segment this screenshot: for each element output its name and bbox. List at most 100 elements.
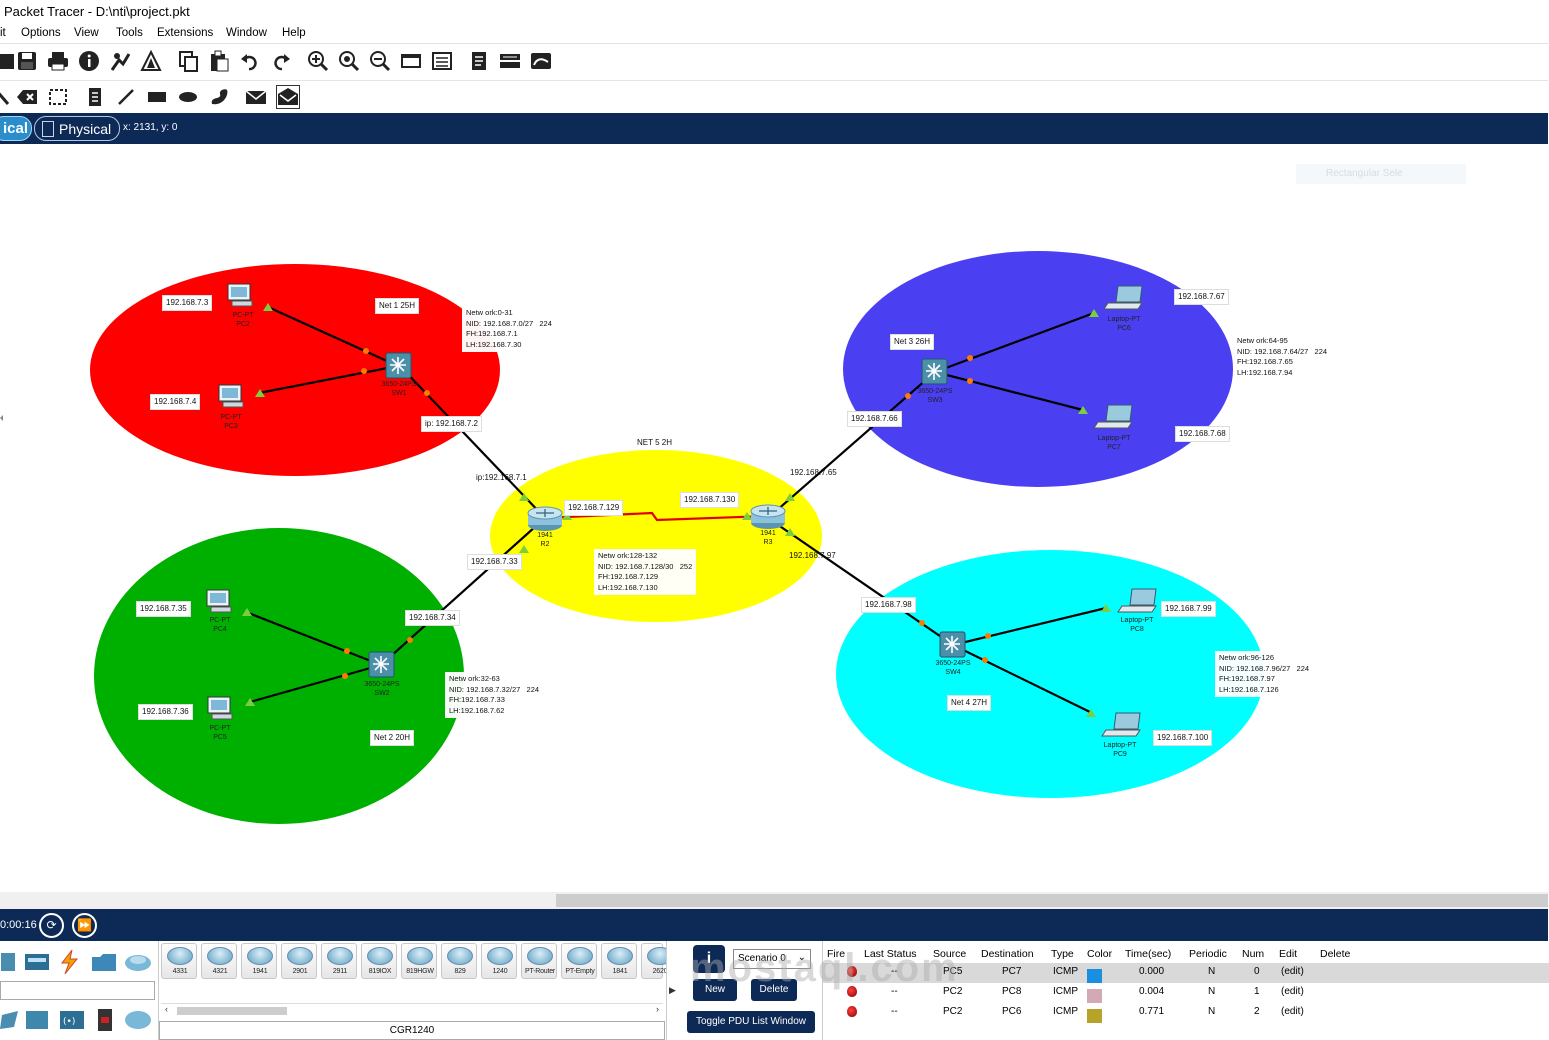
label-pc4-ip[interactable]: 192.168.7.35 xyxy=(136,601,191,617)
note-net1-info[interactable]: Netw ork:0-31 NID: 192.168.7.0/27 224 FH… xyxy=(462,306,556,352)
device-model-2901[interactable]: 2901 xyxy=(281,943,317,979)
menu-tools[interactable]: Tools xyxy=(116,27,143,39)
collapse-arrow-icon[interactable]: ▶ xyxy=(669,985,676,995)
scroll-right-icon[interactable]: › xyxy=(656,1004,659,1014)
info-icon[interactable] xyxy=(78,50,100,72)
scenario-select[interactable]: Scenario 0⌄ xyxy=(733,949,811,969)
label-r2-uplink[interactable]: ip:192.168.7.1 xyxy=(476,473,527,482)
device-list-scrollbar[interactable]: ‹ › xyxy=(161,1003,663,1017)
note-net5-info[interactable]: Netw ork:128-132 NID: 192.168.7.128/30 2… xyxy=(594,549,697,595)
device-model-819iox[interactable]: 819IOX xyxy=(361,943,397,979)
pdu-edit-link[interactable]: (edit) xyxy=(1281,986,1304,997)
palette-icon[interactable] xyxy=(499,50,521,72)
workspace-horizontal-scrollbar[interactable] xyxy=(0,892,1548,909)
pdu-icon[interactable] xyxy=(530,50,552,72)
label-r2-g2[interactable]: 192.168.7.33 xyxy=(467,554,522,570)
pdu-row[interactable]: -- PC2 PC6 ICMP 0.771 N 2 (edit) xyxy=(823,1003,1549,1023)
note-net3-info[interactable]: Netw ork:64-95 NID: 192.168.7.64/27 224 … xyxy=(1233,334,1332,380)
end-devices-category-icon[interactable] xyxy=(0,949,28,975)
pdu-row[interactable]: -- PC5 PC7 ICMP 0.000 N 0 (edit) xyxy=(823,963,1549,983)
device-list-scroll-thumb[interactable] xyxy=(177,1007,287,1015)
label-sw1-uplink[interactable]: ip: 192.168.7.2 xyxy=(421,416,482,432)
device-search-field[interactable] xyxy=(0,981,155,1000)
label-pc8-ip[interactable]: 192.168.7.99 xyxy=(1161,601,1216,617)
custom-device-icon[interactable] xyxy=(140,49,162,72)
fire-icon[interactable] xyxy=(847,966,857,977)
note-icon[interactable] xyxy=(84,86,106,108)
resize-icon[interactable] xyxy=(47,86,69,108)
activity-wizard-icon[interactable] xyxy=(109,50,131,72)
zoom-out-icon[interactable] xyxy=(369,50,391,72)
device-model-4331[interactable]: 4331 xyxy=(161,943,197,979)
save-icon[interactable] xyxy=(16,50,38,72)
label-r3-g2[interactable]: 192.168.7.97 xyxy=(789,551,836,560)
label-net4[interactable]: Net 4 27H xyxy=(947,695,992,711)
scenario-delete-button[interactable]: Delete xyxy=(751,979,797,1001)
list-view-icon[interactable] xyxy=(431,50,453,72)
menu-extensions[interactable]: Extensions xyxy=(157,27,214,39)
label-sw4-uplink[interactable]: 192.168.7.98 xyxy=(861,597,916,613)
paste-icon[interactable] xyxy=(208,50,230,72)
network-devices-category-icon[interactable] xyxy=(24,949,52,975)
rectangle-icon[interactable] xyxy=(146,86,168,108)
wan-emulation-subcategory-icon[interactable] xyxy=(124,1007,152,1033)
device-model-1841[interactable]: 1841 xyxy=(601,943,637,979)
note-net2-info[interactable]: Netw ork:32-63 NID: 192.168.7.32/27 224 … xyxy=(445,672,544,718)
device-model-819hgw[interactable]: 819HGW xyxy=(401,943,437,979)
label-pc9-ip[interactable]: 192.168.7.100 xyxy=(1153,730,1213,746)
device-model-2911[interactable]: 2911 xyxy=(321,943,357,979)
scenario-info-button[interactable]: i xyxy=(693,945,725,973)
save-folder-icon[interactable] xyxy=(0,50,18,72)
zoom-reset-icon[interactable] xyxy=(338,50,360,72)
fire-icon[interactable] xyxy=(847,1006,857,1017)
complex-pdu-icon[interactable] xyxy=(276,85,300,109)
power-cycle-icon[interactable]: ⟳ xyxy=(39,913,64,938)
delete-icon[interactable] xyxy=(16,86,38,108)
menu-help[interactable]: Help xyxy=(282,27,306,39)
tab-physical[interactable]: Physical xyxy=(34,116,120,141)
pdu-edit-link[interactable]: (edit) xyxy=(1281,966,1304,977)
device-model-pt-router[interactable]: PT-Router xyxy=(521,943,557,979)
routers-subcategory-icon[interactable] xyxy=(0,1007,28,1033)
scenario-new-button[interactable]: New xyxy=(693,979,737,1001)
note-net4-info[interactable]: Netw ork:96-126 NID: 192.168.7.96/27 224… xyxy=(1215,651,1314,697)
label-r3-serial[interactable]: 192.168.7.130 xyxy=(680,492,740,508)
label-net1[interactable]: Net 1 25H xyxy=(375,298,420,314)
menu-window[interactable]: Window xyxy=(226,27,267,39)
device-model-829[interactable]: 829 xyxy=(441,943,477,979)
menu-options[interactable]: Options xyxy=(21,27,61,39)
rectangle-view-icon[interactable] xyxy=(400,50,422,72)
logical-workspace[interactable]: Rectangular Sele 192.168.7.3 192.168.7.4… xyxy=(0,144,1548,892)
line-icon[interactable] xyxy=(115,86,137,108)
misc-category-icon[interactable] xyxy=(90,949,118,975)
freeform-icon[interactable] xyxy=(208,86,230,108)
simple-pdu-icon[interactable] xyxy=(245,86,267,108)
device-model-2620[interactable]: 2620 xyxy=(641,943,673,979)
label-sw2-uplink[interactable]: 192.168.7.34 xyxy=(405,610,460,626)
pdu-edit-link[interactable]: (edit) xyxy=(1281,1006,1304,1017)
label-pc3-ip[interactable]: 192.168.7.4 xyxy=(150,394,201,410)
label-pc6-ip[interactable]: 192.168.7.67 xyxy=(1174,289,1229,305)
menu-view[interactable]: View xyxy=(74,27,99,39)
fire-icon[interactable] xyxy=(847,986,857,997)
label-net3[interactable]: Net 3 26H xyxy=(890,334,935,350)
select-icon[interactable] xyxy=(0,86,12,108)
switches-subcategory-icon[interactable] xyxy=(24,1007,52,1033)
multiuser-category-icon[interactable] xyxy=(124,949,152,975)
pdu-row[interactable]: -- PC2 PC8 ICMP 0.004 N 1 (edit) xyxy=(823,983,1549,1003)
ellipse-icon[interactable] xyxy=(177,86,199,108)
device-model-1941[interactable]: 1941 xyxy=(241,943,277,979)
label-sw3-uplink[interactable]: 192.168.7.66 xyxy=(847,411,902,427)
scrollbar-thumb[interactable] xyxy=(556,894,1548,907)
redo-icon[interactable] xyxy=(270,50,292,72)
label-net2[interactable]: Net 2 20H xyxy=(370,730,415,746)
menu-edit[interactable]: it xyxy=(0,27,6,39)
connections-category-icon[interactable] xyxy=(56,949,84,975)
security-subcategory-icon[interactable] xyxy=(94,1007,122,1033)
label-net5[interactable]: NET 5 2H xyxy=(637,438,672,447)
device-model-pt-empty[interactable]: PT-Empty xyxy=(561,943,597,979)
label-pc7-ip[interactable]: 192.168.7.68 xyxy=(1175,426,1230,442)
print-icon[interactable] xyxy=(47,50,69,72)
undo-icon[interactable] xyxy=(239,50,261,72)
device-model-1240[interactable]: 1240 xyxy=(481,943,517,979)
